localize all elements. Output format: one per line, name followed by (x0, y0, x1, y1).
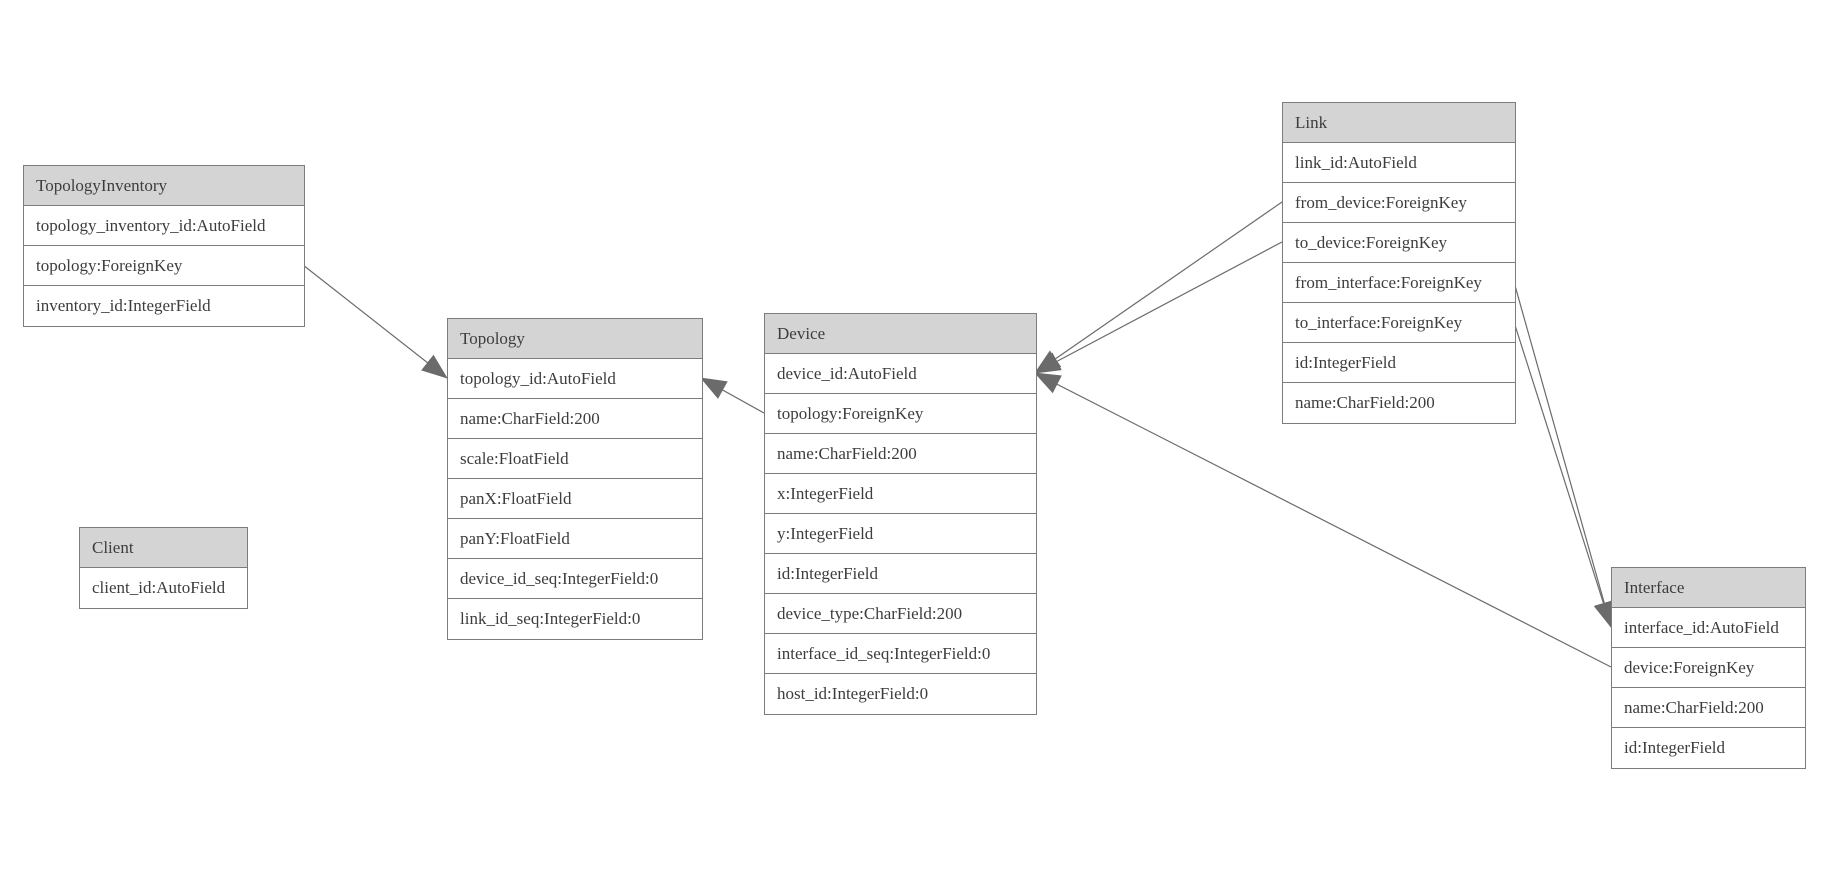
entity-field-topology_inventory_id: topology_inventory_id:AutoField (24, 206, 304, 246)
entity-field-host_id: host_id:IntegerField:0 (777, 684, 929, 703)
entity-title-topologyinventory: TopologyInventory (24, 166, 304, 206)
relation-link-from_device-to-device-device_id (1034, 201, 1283, 374)
entity-field-x: x:IntegerField (765, 474, 1036, 514)
entity-field-name: name:CharField:200 (765, 434, 1036, 474)
entity-field-link_id: link_id:AutoField (1283, 143, 1515, 183)
relation-link-to_device-to-device-device_id (1034, 241, 1283, 374)
relation-topologyinventory-topology-to-topology-topology_id (302, 264, 448, 379)
entity-field-from_interface: from_interface:ForeignKey (1283, 263, 1515, 303)
entity-field-inventory_id: inventory_id:IntegerField (36, 296, 211, 315)
entity-field-topology: topology:ForeignKey (24, 246, 304, 286)
entity-field-name: name:CharField:200 (448, 399, 702, 439)
entity-field-to_device: to_device:ForeignKey (1283, 223, 1515, 263)
entity-field-device_id_seq: device_id_seq:IntegerField:0 (448, 559, 702, 599)
entity-field-link_id_seq: link_id_seq:IntegerField:0 (460, 609, 641, 628)
relation-link-from_interface-to-interface-interface_id (1513, 281, 1614, 628)
entity-field-to_interface: to_interface:ForeignKey (1283, 303, 1515, 343)
entity-field-y: y:IntegerField (765, 514, 1036, 554)
entity-field-id: id:IntegerField (765, 554, 1036, 594)
entity-field-device_id: device_id:AutoField (765, 354, 1036, 394)
entity-field-from_device: from_device:ForeignKey (1283, 183, 1515, 223)
entity-field-scale: scale:FloatField (448, 439, 702, 479)
entity-field-pany: panY:FloatField (448, 519, 702, 559)
entity-field-id: id:IntegerField (1624, 738, 1726, 757)
entity-field-panx: panX:FloatField (448, 479, 702, 519)
entity-title-interface: Interface (1612, 568, 1805, 608)
entity-field-name: name:CharField:200 (1612, 688, 1805, 728)
entity-field-topology: topology:ForeignKey (765, 394, 1036, 434)
relation-device-topology-to-topology-topology_id (700, 377, 765, 414)
entity-field-topology_id: topology_id:AutoField (448, 359, 702, 399)
entity-title-topology: Topology (448, 319, 702, 359)
entity-title-device: Device (765, 314, 1036, 354)
entity-title-link: Link (1283, 103, 1515, 143)
entity-field-id: id:IntegerField (1283, 343, 1515, 383)
entity-client: Client client_id:AutoField (79, 527, 248, 609)
entity-field-name: name:CharField:200 (1295, 393, 1435, 412)
entity-field-device: device:ForeignKey (1612, 648, 1805, 688)
relation-link-to_interface-to-interface-interface_id (1513, 321, 1613, 628)
entity-title-client: Client (80, 528, 247, 568)
entity-field-interface_id: interface_id:AutoField (1612, 608, 1805, 648)
entity-field-device_type: device_type:CharField:200 (765, 594, 1036, 634)
entity-field-client_id: client_id:AutoField (92, 578, 226, 597)
entity-field-interface_id_seq: interface_id_seq:IntegerField:0 (765, 634, 1036, 674)
